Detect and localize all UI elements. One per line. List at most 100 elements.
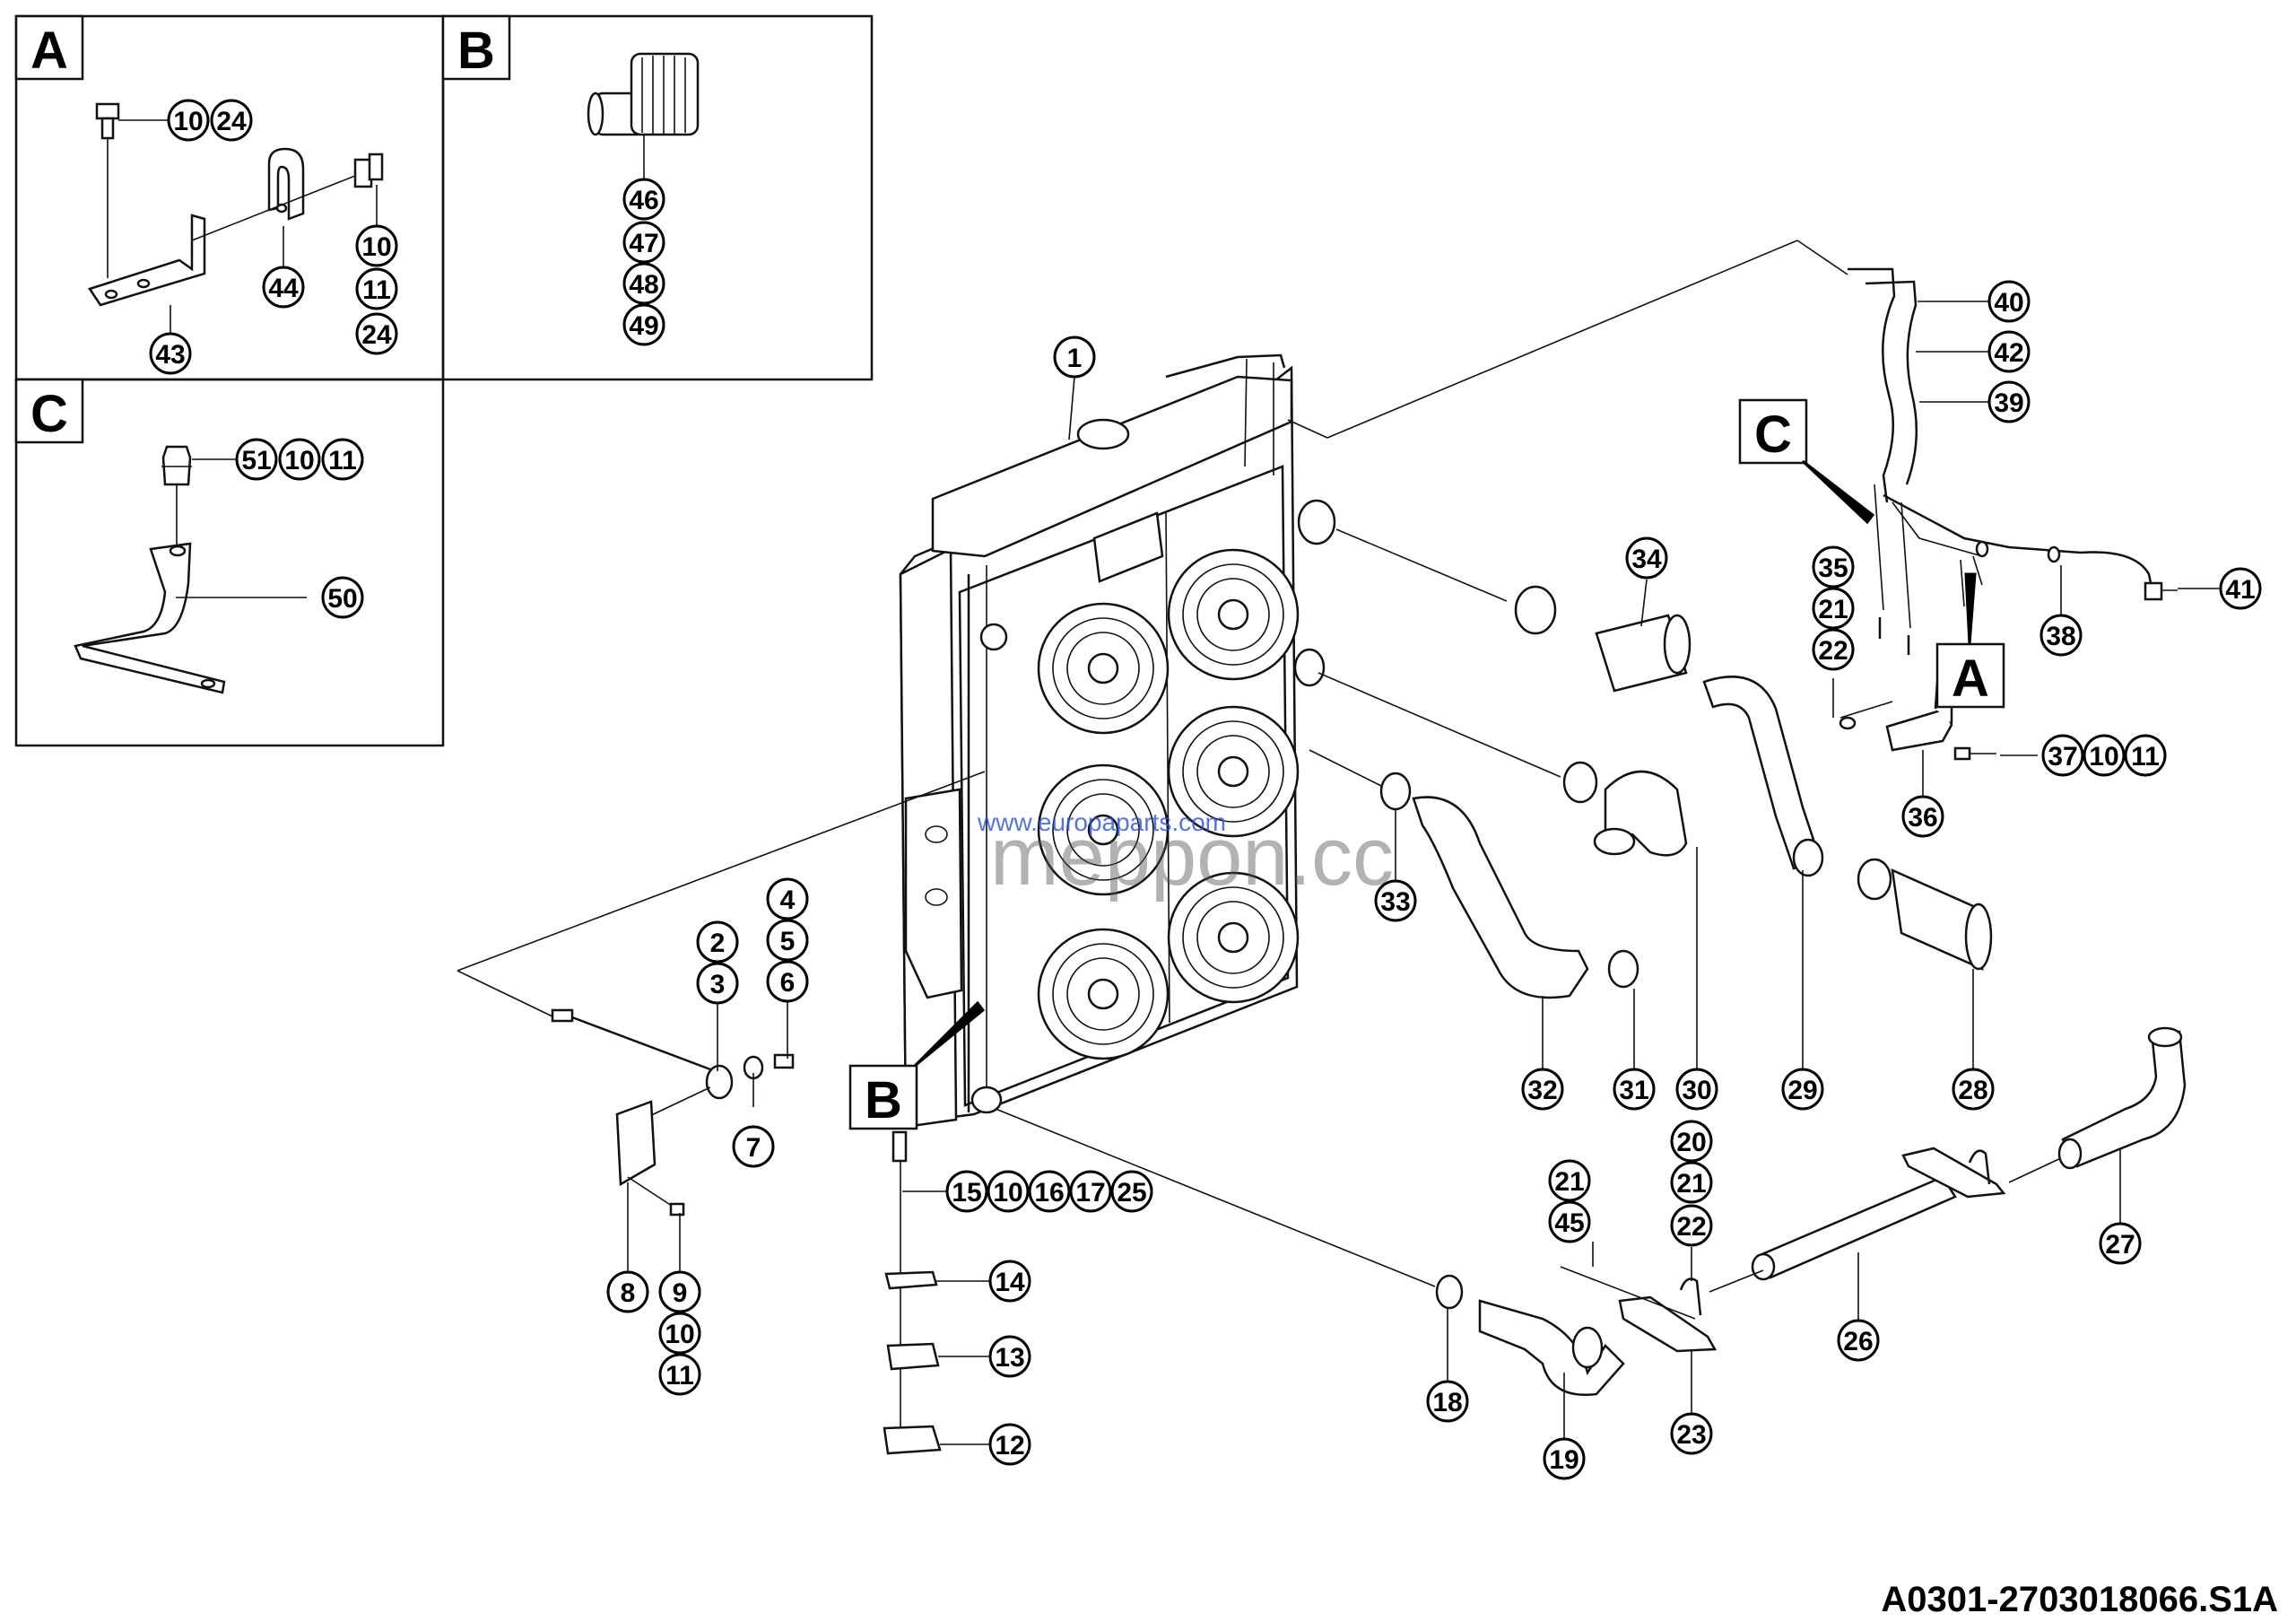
drawing-code: A0301-2703018066.S1A [1881, 1580, 2278, 1619]
callout-box-b-3: 49 [622, 303, 665, 346]
callout-label: 21 [1818, 595, 1848, 624]
callout-label: 11 [665, 1361, 694, 1391]
callout-main-36: 35 [1812, 545, 1855, 589]
callout-circle [2041, 734, 2084, 777]
callout-main-38: 22 [1812, 628, 1855, 671]
callout-circle [1543, 1437, 1586, 1480]
callout-main-3: 4 [766, 877, 809, 920]
callout-circle [1812, 587, 1855, 630]
callout-circle [2219, 567, 2262, 610]
callout-label: 20 [1676, 1128, 1706, 1157]
fan-3 [1037, 763, 1170, 896]
callout-circle [1901, 795, 1944, 838]
callout-main-28: 27 [2099, 1222, 2142, 1265]
view-marker-b-letter: B [865, 1071, 902, 1129]
callout-label: 11 [2131, 742, 2160, 772]
view-marker-c-letter: C [1754, 406, 1792, 464]
callout-circle [167, 99, 210, 142]
callout-circle [1670, 1412, 1713, 1455]
detail-box-b-letter: B [457, 22, 495, 80]
callout-label: 2 [710, 929, 726, 958]
callout-circle [2083, 734, 2126, 777]
callout-label: 11 [362, 275, 391, 305]
callout-main-26: 23 [1670, 1412, 1713, 1455]
callout-circle [1987, 330, 2031, 373]
callout-circle [321, 438, 364, 481]
callout-main-15: 25 [1110, 1170, 1153, 1213]
callout-box-a-2: 10 [355, 224, 398, 267]
callout-circle [2124, 734, 2167, 777]
callout-label: 10 [2089, 742, 2118, 772]
callout-label: 14 [995, 1268, 1025, 1297]
callout-box-c-3: 50 [321, 576, 364, 619]
callout-label: 34 [1631, 545, 1662, 574]
callout-circle [1837, 1319, 1880, 1362]
callout-label: 32 [1527, 1076, 1557, 1105]
callout-label: 6 [780, 968, 796, 998]
callout-main-44: 39 [1987, 380, 2031, 423]
callout-circle [766, 919, 809, 962]
callout-main-47: 42 [1987, 330, 2031, 373]
fan-4 [1167, 705, 1300, 838]
callout-main-42: 11 [2124, 734, 2167, 777]
callout-main-40: 37 [2041, 734, 2084, 777]
callout-box-b-2: 48 [622, 262, 665, 305]
callout-main-17: 13 [988, 1335, 1031, 1378]
callout-main-11: 15 [945, 1170, 988, 1213]
callout-main-37: 21 [1812, 587, 1855, 630]
hose-group-middle [1318, 672, 1688, 857]
callout-label: 27 [2105, 1230, 2135, 1260]
callout-main-41: 10 [2083, 734, 2126, 777]
callout-label: 1 [1067, 344, 1083, 373]
callout-box-b-0: 46 [622, 178, 665, 221]
callout-circle [1812, 628, 1855, 671]
callout-circle [1670, 1204, 1713, 1247]
callout-circle [2039, 614, 2083, 657]
callout-circle [355, 312, 398, 355]
callout-main-22: 45 [1548, 1200, 1591, 1243]
callout-label: 25 [1117, 1178, 1146, 1208]
leader-lines [627, 301, 2221, 1445]
callout-main-13: 16 [1028, 1170, 1071, 1213]
callout-circle [622, 262, 665, 305]
callout-label: 24 [216, 107, 247, 136]
callout-label: 10 [173, 107, 203, 136]
callout-label: 43 [155, 340, 185, 370]
callout-label: 22 [1818, 636, 1848, 666]
callout-main-39: 36 [1901, 795, 1944, 838]
callout-circle [622, 178, 665, 221]
callout-circle [278, 438, 321, 481]
callout-box-a-4: 24 [355, 312, 398, 355]
callout-label: 31 [1619, 1076, 1648, 1105]
callout-label: 17 [1075, 1178, 1105, 1208]
callout-circle [1670, 1120, 1713, 1163]
callout-circle [988, 1260, 1031, 1303]
callout-main-9: 10 [658, 1312, 701, 1355]
callout-circle [1987, 280, 2031, 323]
callout-main-34: 33 [1374, 879, 1417, 922]
callout-label: 48 [629, 270, 658, 300]
callout-box-a-3: 11 [355, 267, 398, 310]
callout-main-32: 31 [1613, 1068, 1656, 1111]
callout-label: 30 [1682, 1076, 1711, 1105]
callout-circle [1548, 1159, 1591, 1202]
callout-circle [766, 877, 809, 920]
callout-label: 36 [1908, 803, 1937, 833]
callout-label: 41 [2225, 575, 2255, 605]
callout-main-35: 34 [1625, 536, 1668, 580]
callout-label: 45 [1554, 1208, 1584, 1238]
callout-label: 46 [629, 186, 658, 215]
callout-label: 15 [952, 1178, 981, 1208]
callout-circle [2099, 1222, 2142, 1265]
callout-circle [658, 1312, 701, 1355]
callout-label: 33 [1380, 887, 1410, 917]
callout-circle [622, 221, 665, 264]
watermark-text: meppon.cc [990, 811, 1394, 903]
callout-circle [1987, 380, 2031, 423]
callout-main-0: 1 [1053, 336, 1096, 379]
callout-circle [262, 266, 305, 309]
view-marker-c: C [1738, 398, 1875, 525]
callout-circle [1812, 545, 1855, 589]
callout-label: 9 [673, 1278, 688, 1308]
